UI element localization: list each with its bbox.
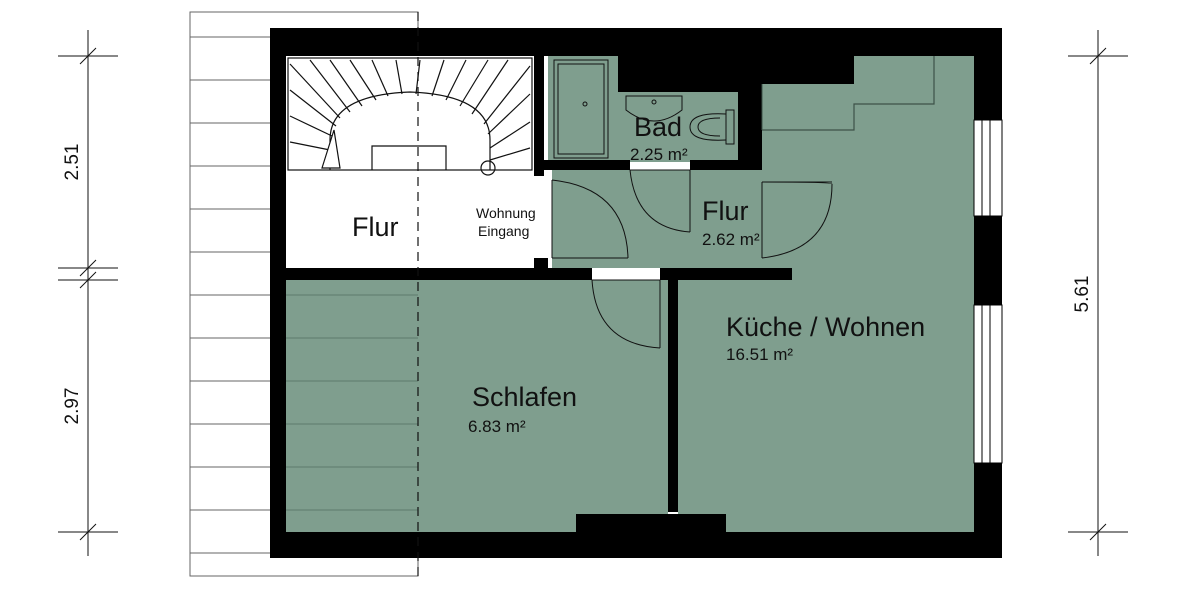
room-schlafen (286, 280, 668, 532)
staircase-icon (287, 57, 533, 176)
dimension-line-right (1068, 30, 1128, 556)
toilet-icon (689, 109, 735, 145)
room-area-kueche: 16.51 m² (726, 345, 793, 364)
room-area-schlafen: 6.83 m² (468, 417, 526, 436)
dimension-left-bottom: 2.97 (62, 388, 83, 425)
windows (973, 119, 1003, 464)
room-label-schlafen: Schlafen (472, 382, 577, 412)
room-flur-right (552, 170, 762, 268)
room-label-kueche: Küche / Wohnen (726, 312, 925, 342)
room-label-flur-right: Flur (702, 196, 749, 226)
room-area-bad: 2.25 m² (630, 145, 688, 164)
room-fills (286, 56, 974, 532)
dimension-left-top: 2.51 (62, 144, 83, 181)
terrace (189, 11, 419, 577)
door-swings (551, 169, 833, 349)
interior-walls (286, 44, 854, 532)
room-label-flur-left: Flur (352, 212, 399, 242)
room-label-bad: Bad (634, 112, 682, 142)
room-area-flur-right: 2.62 m² (702, 230, 760, 249)
entrance-label-line2: Eingang (478, 223, 529, 239)
entrance-label-line1: Wohnung (476, 205, 536, 221)
dimension-line-left (58, 30, 118, 556)
dimension-right-total: 5.61 (1072, 276, 1093, 313)
sink-icon (625, 95, 683, 122)
room-kueche (678, 56, 974, 532)
shower-icon (553, 59, 609, 159)
